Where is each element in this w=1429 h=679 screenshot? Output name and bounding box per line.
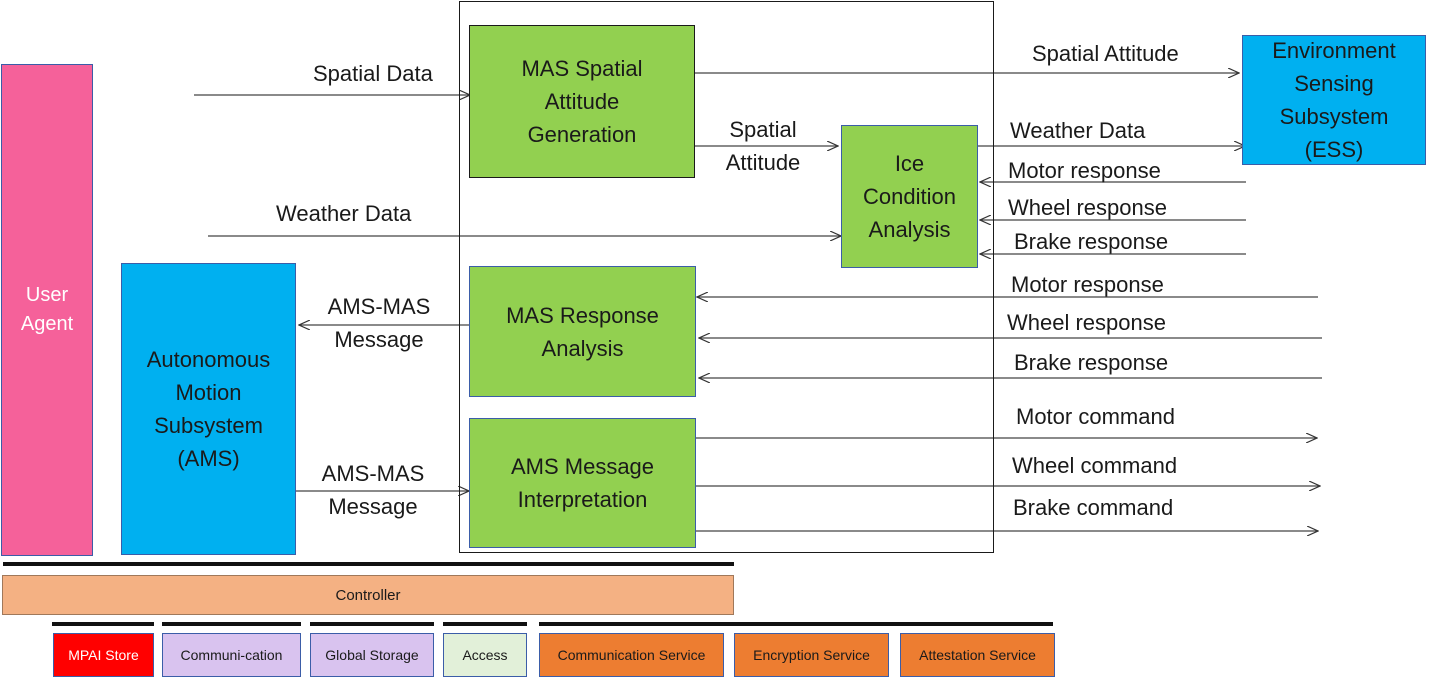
mas-frame <box>459 1 994 553</box>
user-agent-block: User Agent <box>1 64 93 556</box>
mas-spatial-attitude-generation-block: MAS Spatial Attitude Generation <box>469 25 695 178</box>
tile-divider-services <box>539 622 1053 626</box>
label-resp-wheel-response: Wheel response <box>1007 310 1166 335</box>
label-wheel-command: Wheel command <box>1012 453 1178 478</box>
ams-message-interpretation-block: AMS Message Interpretation <box>469 418 696 548</box>
communication-tile: Communi-cation <box>162 633 301 677</box>
label-weather-data-in: Weather Data <box>276 201 412 226</box>
communication-service-tile: Communication Service <box>539 633 724 677</box>
label-ams-mas-message-in: AMS-MAS Message <box>321 461 425 519</box>
label-resp-motor-response: Motor response <box>1011 272 1164 297</box>
label-weather-data-out: Weather Data <box>1010 118 1146 143</box>
ice-condition-analysis-block: Ice Condition Analysis <box>841 125 978 268</box>
label-spatial-data: Spatial Data <box>313 61 433 86</box>
encryption-service-tile: Encryption Service <box>734 633 889 677</box>
global-storage-tile: Global Storage <box>310 633 434 677</box>
label-ice-motor-response: Motor response <box>1008 158 1161 183</box>
tile-divider-access <box>443 622 527 626</box>
controller-block: Controller <box>2 575 734 615</box>
label-brake-command: Brake command <box>1013 495 1174 520</box>
label-ams-mas-message-out: AMS-MAS Message <box>327 294 431 352</box>
ams-block: Autonomous Motion Subsystem (AMS) <box>121 263 296 555</box>
ess-block: Environment Sensing Subsystem (ESS) <box>1242 35 1426 165</box>
controller-divider <box>3 562 734 566</box>
label-resp-brake-response: Brake response <box>1014 350 1169 375</box>
label-ice-wheel-response: Wheel response <box>1008 195 1167 220</box>
mpai-store-tile: MPAI Store <box>53 633 154 677</box>
label-spatial-attitude-mid: Spatial Attitude <box>725 117 801 175</box>
attestation-service-tile: Attestation Service <box>900 633 1055 677</box>
mas-response-analysis-block: MAS Response Analysis <box>469 266 696 397</box>
tile-divider-store <box>52 622 154 626</box>
label-ice-brake-response: Brake response <box>1014 229 1169 254</box>
tile-divider-communication <box>162 622 301 626</box>
access-tile: Access <box>443 633 527 677</box>
label-motor-command: Motor command <box>1016 404 1175 429</box>
label-spatial-attitude-out: Spatial Attitude <box>1032 41 1179 66</box>
tile-divider-global-storage <box>310 622 434 626</box>
